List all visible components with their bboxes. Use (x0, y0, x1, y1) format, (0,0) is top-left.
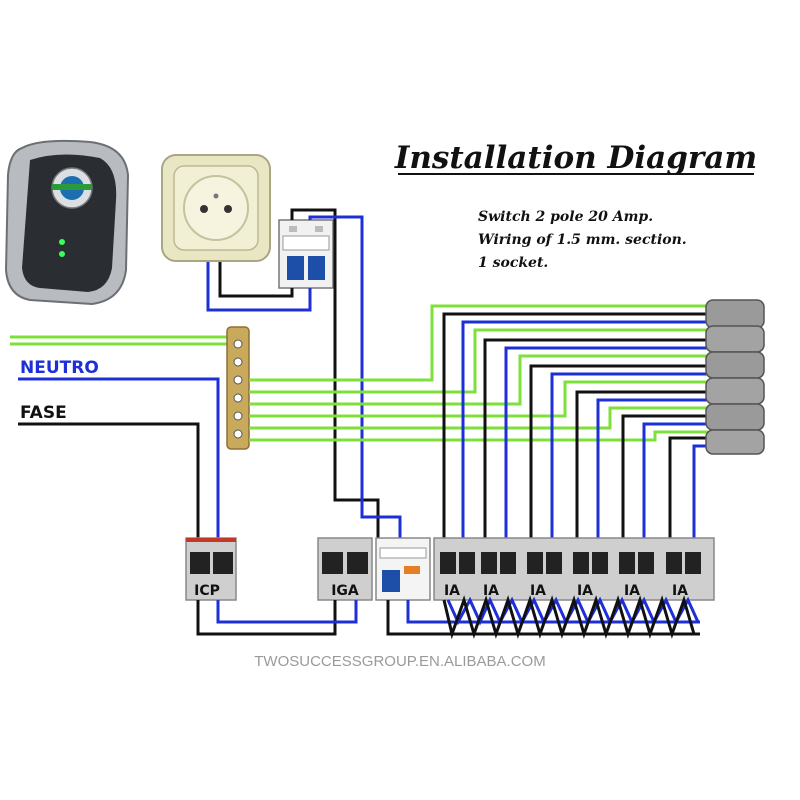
iga-label: IGA (331, 583, 359, 599)
wall-socket-icon (161, 154, 271, 262)
cable-icon (705, 299, 765, 455)
ia-label: IA (444, 583, 460, 599)
power-saver-device-icon (4, 139, 130, 306)
note-wiring: Wiring of 1.5 mm. section. (478, 232, 687, 248)
breaker-panel: ICP IGA IA IA IA (185, 537, 715, 601)
ia-label: IA (530, 583, 546, 599)
ia-label: IA (577, 583, 593, 599)
ia-breaker: IA (573, 552, 608, 599)
ia-label: IA (483, 583, 499, 599)
two-pole-switch-icon (278, 219, 334, 289)
icp-label: ICP (194, 583, 220, 599)
circuit-wiring (442, 312, 708, 538)
rcd-breaker (375, 537, 431, 601)
ground-bar-icon (226, 326, 250, 450)
ground-distribution (249, 304, 708, 442)
phase-label: FASE (20, 403, 67, 423)
iga-breaker: IGA (317, 537, 373, 601)
watermark: TWOSUCCESSGROUP.EN.ALIBABA.COM (254, 653, 545, 670)
icp-breaker: ICP (185, 537, 237, 601)
note-switch: Switch 2 pole 20 Amp. (478, 209, 653, 225)
panel-bottom-wiring (196, 595, 700, 640)
ia-breaker: IA (619, 552, 654, 599)
ia-breaker: IA (527, 552, 562, 599)
ia-label: IA (624, 583, 640, 599)
neutral-label: NEUTRO (20, 358, 99, 378)
ia-breaker: IA (440, 552, 475, 599)
phase-wire-line (18, 422, 200, 538)
ia-breaker: IA (666, 552, 701, 599)
note-socket: 1 socket. (478, 255, 548, 271)
switch-wiring (206, 208, 402, 538)
ia-label: IA (672, 583, 688, 599)
ia-breaker: IA (481, 552, 516, 599)
diagram-title: Installation Diagram (394, 140, 757, 176)
neutral-wire-line (18, 377, 220, 538)
